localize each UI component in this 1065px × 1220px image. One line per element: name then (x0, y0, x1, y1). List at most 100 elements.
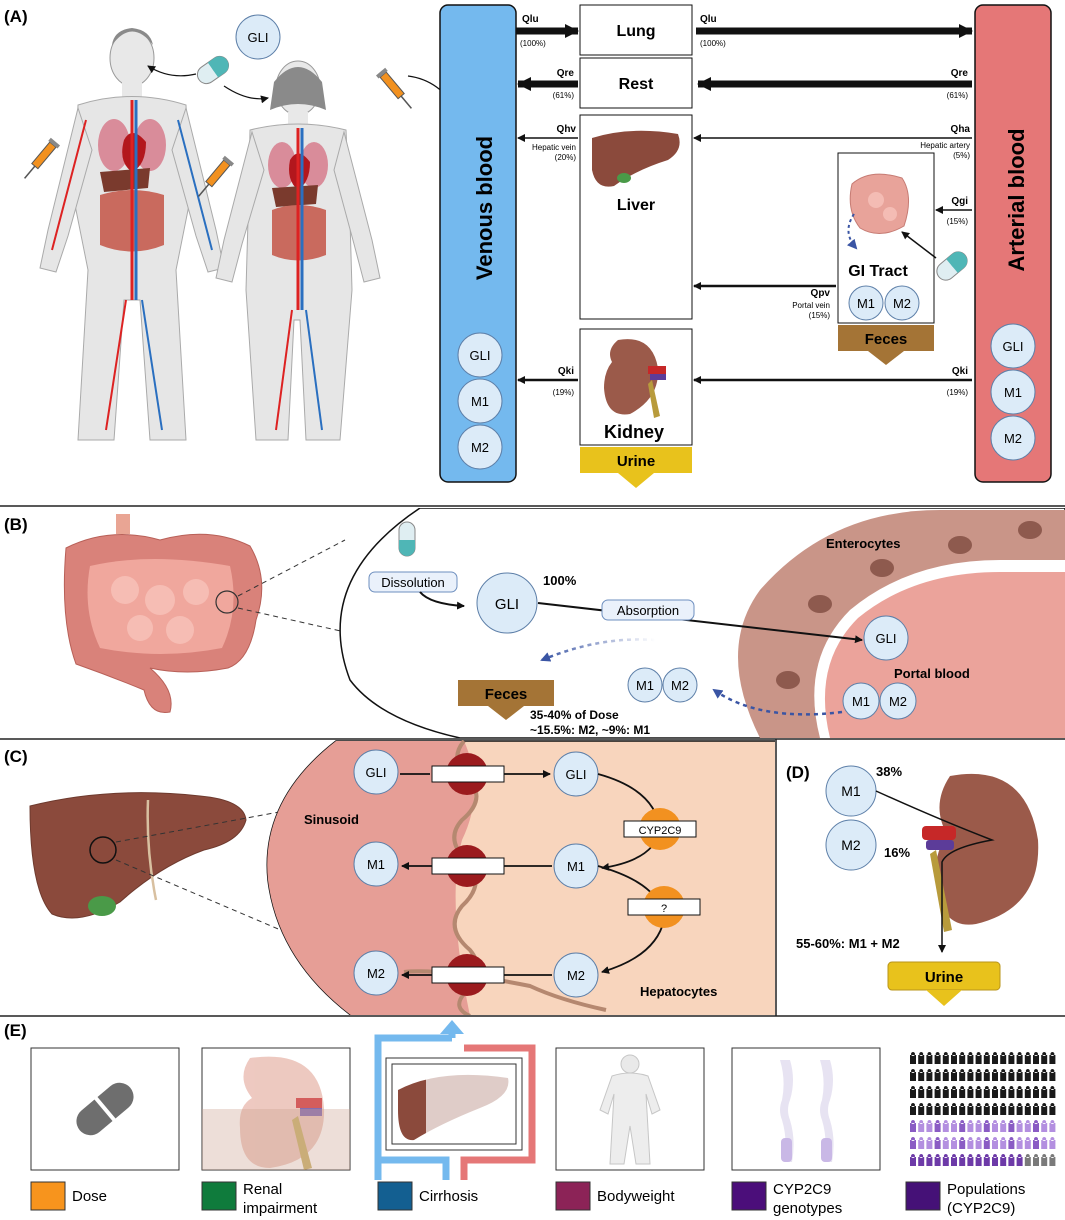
portal-m1-node: M1 (842, 682, 880, 720)
population-person-icon (967, 1103, 974, 1115)
dose-fraction-line2: ~15.5%: M2, ~9%: M1 (530, 723, 650, 737)
population-person-icon (926, 1103, 933, 1115)
population-person-icon (1008, 1052, 1015, 1064)
population-person-icon (967, 1052, 974, 1064)
female-body-icon (215, 60, 381, 441)
sinusoid-label: Sinusoid (304, 812, 359, 827)
population-person-icon (975, 1103, 982, 1115)
population-person-icon (1008, 1069, 1015, 1081)
feces-output: Feces (838, 325, 934, 365)
svg-text:Bodyweight: Bodyweight (597, 1188, 675, 1205)
svg-text:(61%): (61%) (947, 91, 969, 100)
population-person-icon (992, 1137, 998, 1149)
population-person-icon (1033, 1052, 1039, 1064)
hepatocytes-label: Hepatocytes (640, 984, 717, 999)
population-person-icon (934, 1086, 941, 1098)
population-person-icon (1016, 1137, 1023, 1149)
liver-illustration (29, 792, 247, 919)
population-person-icon (983, 1103, 990, 1115)
population-person-icon (1041, 1052, 1048, 1064)
zoom-circle (215, 590, 239, 614)
population-person-icon (959, 1103, 966, 1115)
svg-text:M1: M1 (841, 783, 861, 799)
population-person-icon (934, 1154, 941, 1166)
population-person-icon (918, 1137, 925, 1149)
population-person-icon (1049, 1137, 1056, 1149)
populations-scenario (910, 1052, 1056, 1166)
transporter-uptake (431, 753, 505, 795)
population-person-icon (910, 1103, 916, 1115)
kidney-label: Kidney (604, 422, 664, 442)
panel-label-c: (C) (4, 747, 28, 766)
population-person-icon (959, 1086, 966, 1098)
svg-text:M2: M2 (1004, 431, 1022, 446)
svg-text:Qgi: Qgi (951, 196, 968, 207)
svg-text:GLI: GLI (248, 30, 269, 45)
population-person-icon (1049, 1086, 1056, 1098)
intestine-icon (849, 173, 909, 234)
svg-text:Qki: Qki (558, 366, 574, 377)
person-icon (599, 1054, 661, 1165)
legend-label-line: (CYP2C9) (947, 1200, 1015, 1217)
intestine-illustration (63, 514, 263, 714)
population-person-icon (1033, 1086, 1039, 1098)
population-person-icon (910, 1137, 916, 1149)
population-person-icon (983, 1052, 990, 1064)
population-person-icon (934, 1137, 941, 1149)
svg-text:GLI: GLI (566, 767, 587, 782)
svg-text:Absorption: Absorption (617, 603, 679, 618)
population-person-icon (1041, 1120, 1048, 1132)
d-m1-node: M1 (825, 765, 877, 817)
population-person-icon (1016, 1086, 1023, 1098)
population-person-icon (967, 1120, 974, 1132)
dose-arrow-left (147, 65, 197, 77)
population-person-icon (1033, 1137, 1039, 1149)
svg-text:M2: M2 (367, 966, 385, 981)
population-person-icon (942, 1069, 949, 1081)
population-person-icon (967, 1137, 974, 1149)
svg-text:(5%): (5%) (953, 151, 970, 160)
svg-text:Urine: Urine (617, 453, 655, 470)
population-person-icon (942, 1154, 949, 1166)
population-person-icon (918, 1086, 925, 1098)
flow-labels: Qlu (100%) Qlu (100%) Qre (61%) Qre (61%… (520, 14, 970, 397)
population-person-icon (1016, 1052, 1023, 1064)
lumen-gli-node: GLI (476, 572, 538, 634)
population-person-icon (1049, 1120, 1056, 1132)
population-person-icon (1000, 1052, 1007, 1064)
population-person-icon (934, 1120, 941, 1132)
population-person-icon (1024, 1137, 1031, 1149)
population-person-icon (918, 1103, 925, 1115)
absorption-tag: Absorption (601, 599, 695, 621)
population-person-icon (1033, 1069, 1039, 1081)
venous-blood-label: Venous blood (472, 136, 497, 280)
svg-text:M1: M1 (1004, 385, 1022, 400)
svg-text:(61%): (61%) (553, 91, 575, 100)
flow-arrows (516, 24, 973, 384)
population-person-icon (910, 1086, 916, 1098)
population-person-icon (959, 1052, 966, 1064)
panel-label-d: (D) (786, 763, 810, 782)
portal-gli-node: GLI (863, 615, 909, 661)
population-person-icon (983, 1069, 990, 1081)
population-person-icon (1016, 1103, 1023, 1115)
svg-text:M1: M1 (367, 857, 385, 872)
svg-text:M1: M1 (852, 694, 870, 709)
population-person-icon (1008, 1120, 1015, 1132)
svg-text:M2: M2 (893, 296, 911, 311)
population-person-icon (942, 1103, 949, 1115)
venous-gli-node: GLI (457, 332, 503, 378)
gi-recirc-arrow (846, 213, 858, 250)
population-person-icon (918, 1052, 925, 1064)
sinusoid-gli-node: GLI (353, 749, 399, 795)
svg-text:GLI: GLI (366, 765, 387, 780)
population-person-icon (959, 1069, 966, 1081)
population-person-icon (951, 1120, 957, 1132)
population-person-icon (1024, 1086, 1031, 1098)
urine-total-pct: 55-60%: M1 + M2 (796, 936, 900, 951)
svg-text:(100%): (100%) (700, 39, 726, 48)
enterocytes-label: Enterocytes (826, 536, 900, 551)
zoom-circle (89, 836, 117, 864)
gi-m2-node: M2 (884, 285, 920, 321)
